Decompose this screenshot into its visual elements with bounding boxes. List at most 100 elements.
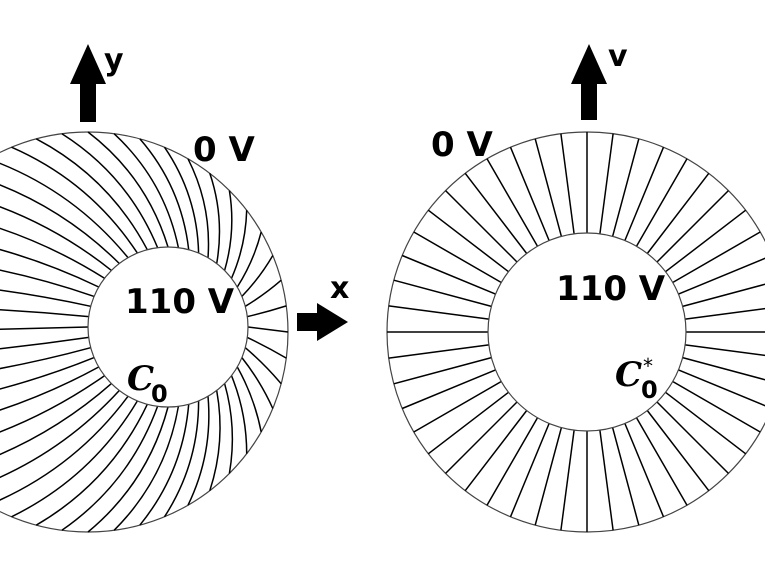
curved-field-line: [241, 357, 274, 409]
curved-field-line: [244, 279, 282, 307]
curved-field-line: [0, 206, 112, 271]
curved-field-line: [163, 400, 200, 518]
radial-field-line: [560, 430, 575, 531]
right-curve-subscript: 0: [641, 376, 658, 404]
curved-field-line: [11, 400, 139, 518]
radial-field-line: [635, 158, 688, 247]
radial-field-line: [685, 307, 765, 320]
curved-field-line: [0, 184, 120, 265]
radial-field-line: [486, 158, 539, 247]
radial-field-line: [486, 417, 539, 506]
curved-field-line: [223, 383, 234, 474]
radial-field-line: [624, 423, 665, 518]
curved-field-line: [244, 347, 282, 385]
radial-field-line: [388, 344, 489, 359]
radial-field-line: [534, 427, 563, 526]
radial-field-line: [413, 380, 502, 433]
curved-field-line: [0, 336, 89, 350]
radial-field-line: [635, 417, 688, 506]
radial-field-line: [413, 231, 502, 284]
curved-field-line: [0, 375, 105, 433]
curved-field-line: [113, 406, 180, 531]
curved-field-line: [87, 406, 169, 533]
radial-field-line: [509, 423, 550, 518]
curved-field-line: [0, 346, 91, 370]
radial-field-line: [678, 257, 765, 295]
right-field-lines: [387, 132, 765, 532]
right-outer-voltage-label: 0 V: [431, 125, 493, 165]
left-curve-subscript: 0: [151, 380, 168, 408]
radial-field-line: [656, 401, 729, 474]
curved-field-line: [230, 375, 248, 454]
curved-field-line: [0, 248, 100, 288]
right-curve-superscript: *: [643, 354, 653, 378]
radial-field-line: [534, 138, 563, 237]
radial-field-line: [401, 254, 496, 295]
left-field-lines: [0, 131, 289, 533]
curved-field-line: [0, 356, 95, 390]
radial-field-line: [560, 133, 575, 234]
radial-field-line: [672, 380, 761, 433]
curved-field-line: [35, 403, 148, 526]
curved-field-line: [0, 309, 89, 318]
radial-field-line: [393, 279, 492, 308]
curved-field-line: [209, 173, 221, 264]
right-inner-conductor: [487, 232, 687, 432]
curved-field-line: [230, 210, 248, 279]
left-vertical-arrow-icon: [70, 44, 106, 122]
right-curve-label: C: [615, 355, 642, 395]
curved-field-line: [87, 131, 169, 248]
curved-field-line: [61, 406, 159, 531]
right-inner-voltage-label: 110 V: [556, 269, 666, 309]
radial-field-line: [665, 391, 747, 455]
curved-field-line: [61, 133, 159, 248]
right-annulus: [386, 131, 765, 533]
curved-field-line: [223, 190, 233, 271]
radial-field-line: [685, 344, 765, 357]
curved-field-line: [0, 269, 95, 298]
left-vertical-axis-label: y: [104, 43, 124, 78]
right-vertical-axis-label: v: [608, 39, 628, 74]
curved-field-line: [209, 390, 221, 491]
curved-field-line: [241, 255, 274, 297]
curved-field-line: [113, 133, 180, 248]
radial-field-line: [682, 283, 765, 308]
left-curve-label: C: [127, 359, 154, 399]
left-outer-voltage-label: 0 V: [193, 130, 255, 170]
radial-field-line: [682, 356, 765, 381]
curved-field-line: [247, 305, 287, 318]
curved-field-line: [236, 366, 262, 433]
radial-field-line: [427, 391, 509, 455]
radial-field-line: [611, 138, 640, 237]
radial-field-line: [393, 356, 492, 385]
curved-field-line: [0, 366, 100, 411]
radial-field-line: [599, 133, 614, 234]
radial-field-line: [611, 427, 640, 526]
left-annulus: [0, 131, 289, 533]
radial-field-line: [445, 401, 518, 474]
curved-field-line: [236, 231, 262, 288]
horizontal-axis-label: x: [330, 271, 349, 306]
curved-field-line: [187, 158, 210, 258]
radial-field-line: [665, 209, 747, 273]
horizontal-arrow-icon: [297, 303, 348, 341]
curved-field-line: [139, 138, 190, 250]
curved-field-line: [246, 336, 287, 359]
radial-field-line: [464, 172, 528, 254]
radial-field-line: [464, 410, 528, 492]
radial-field-line: [624, 146, 665, 241]
curved-field-line: [0, 289, 91, 308]
radial-field-line: [401, 369, 496, 410]
radial-field-line: [445, 190, 518, 263]
curved-field-line: [11, 146, 139, 254]
radial-field-line: [388, 305, 489, 320]
curved-field-line: [0, 389, 120, 479]
curved-field-line: [163, 146, 200, 254]
left-inner-voltage-label: 110 V: [125, 282, 235, 322]
curved-field-line: [35, 138, 148, 251]
curved-field-line: [0, 162, 129, 259]
radial-field-line: [646, 172, 710, 254]
radial-field-line: [427, 209, 509, 273]
curved-field-line: [0, 383, 112, 456]
